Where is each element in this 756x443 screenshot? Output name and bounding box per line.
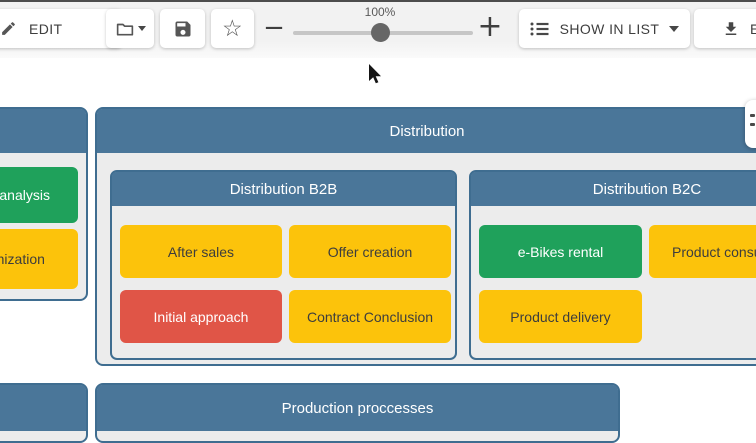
process-card[interactable]: After sales bbox=[120, 225, 282, 278]
export-button[interactable]: E bbox=[694, 9, 756, 48]
open-folder-button[interactable] bbox=[106, 9, 154, 48]
zoom-out-button[interactable]: − bbox=[263, 13, 285, 43]
distribution-b2b-group: Distribution B2B After sales Offer creat… bbox=[110, 170, 457, 360]
edit-button-label: EDIT bbox=[29, 20, 63, 37]
show-in-list-button[interactable]: SHOW IN LIST bbox=[519, 9, 690, 48]
download-icon bbox=[722, 20, 740, 38]
process-card[interactable]: Offer creation bbox=[289, 225, 451, 278]
process-card[interactable]: Product consu bbox=[649, 225, 756, 278]
production-group: Production proccesses bbox=[95, 383, 620, 443]
panel-list-icon bbox=[750, 123, 755, 126]
distribution-group: Distribution Distribution B2B After sale… bbox=[95, 107, 756, 366]
favorite-button[interactable]: ☆ bbox=[211, 9, 254, 48]
production-group-header[interactable]: Production proccesses bbox=[97, 385, 618, 431]
panel-list-icon bbox=[750, 114, 755, 117]
edit-button[interactable]: EDIT bbox=[0, 9, 122, 48]
show-in-list-caret-icon bbox=[669, 25, 680, 32]
distribution-b2c-group: Distribution B2C e-Bikes rental Product … bbox=[469, 170, 756, 360]
folder-caret-icon bbox=[137, 26, 146, 31]
floating-side-panel[interactable] bbox=[745, 100, 756, 148]
save-button[interactable] bbox=[160, 9, 205, 48]
process-card[interactable]: Initial approach bbox=[120, 290, 282, 343]
list-icon bbox=[530, 21, 550, 37]
zoom-value-label: 100% bbox=[364, 5, 396, 19]
bottom-left-group-header[interactable] bbox=[0, 385, 86, 431]
star-icon: ☆ bbox=[221, 15, 244, 41]
process-card[interactable]: ganization bbox=[0, 229, 78, 289]
window-top-edge bbox=[0, 0, 756, 2]
distribution-b2b-header[interactable]: Distribution B2B bbox=[112, 172, 455, 206]
left-process-group: ent analysis ganization bbox=[0, 107, 88, 301]
folder-icon bbox=[115, 20, 135, 38]
distribution-b2c-header[interactable]: Distribution B2C bbox=[471, 172, 756, 206]
process-card[interactable]: ent analysis bbox=[0, 167, 78, 223]
process-card[interactable]: e-Bikes rental bbox=[479, 225, 642, 278]
process-card[interactable]: Contract Conclusion bbox=[289, 290, 451, 343]
mouse-cursor-icon bbox=[369, 64, 381, 84]
export-button-label: E bbox=[750, 20, 756, 37]
distribution-group-header[interactable]: Distribution bbox=[97, 109, 756, 153]
show-in-list-label: SHOW IN LIST bbox=[559, 20, 660, 37]
save-icon bbox=[173, 19, 193, 39]
bottom-left-group bbox=[0, 383, 88, 443]
distribution-title: Distribution bbox=[389, 122, 465, 140]
zoom-in-button[interactable]: + bbox=[477, 9, 503, 44]
pencil-icon bbox=[0, 20, 17, 37]
process-card[interactable]: Product delivery bbox=[479, 290, 642, 343]
left-process-group-header[interactable] bbox=[0, 109, 86, 153]
zoom-slider-thumb[interactable] bbox=[371, 23, 390, 42]
